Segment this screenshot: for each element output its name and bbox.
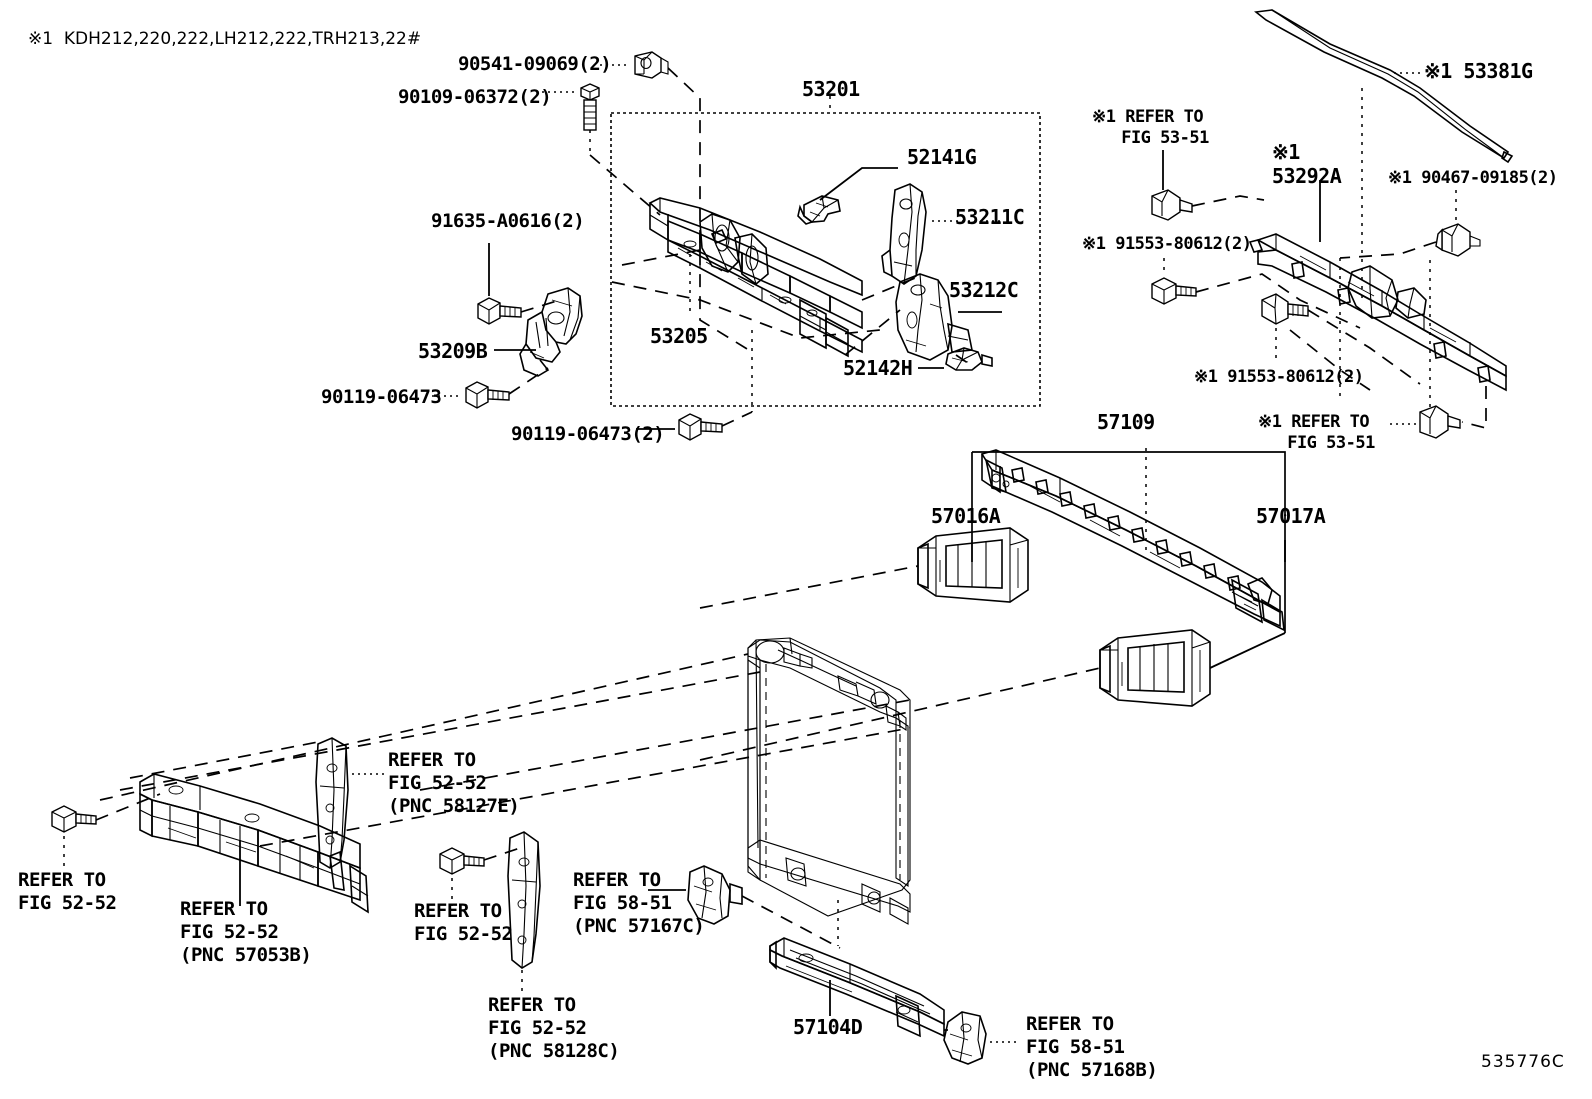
label-refer-fig-52-52-d: REFER TO FIG 52-52 <box>414 900 513 946</box>
part-bolt-refer-5252-a <box>51 805 97 833</box>
dashline-57016A-lower <box>699 667 1101 761</box>
assembly-box-57109 <box>972 451 1286 633</box>
dashline-90467 <box>1339 241 1437 259</box>
label-53205: 53205 <box>650 324 708 348</box>
part-91553-bolt-lower <box>1261 293 1309 325</box>
dashline-91553-upper <box>1195 273 1361 329</box>
part-clip-refer-5351-upper <box>1151 189 1193 221</box>
part-bolt-refer-5252-d <box>439 847 485 875</box>
part-53209B-bracket <box>519 287 583 377</box>
part-58127E-arm <box>315 737 349 869</box>
label-57109: 57109 <box>1097 410 1155 434</box>
dashline-refer-5351-upper <box>1191 195 1265 207</box>
part-90109-bolt <box>580 83 600 131</box>
label-refer-fig-52-52-a: REFER TO FIG 52-52 <box>18 869 117 915</box>
dashline-refer-5351-lower <box>1461 386 1487 430</box>
label-53209B: 53209B <box>418 339 488 363</box>
part-57168B-bracket <box>943 1011 987 1065</box>
label-53201: 53201 <box>802 77 860 101</box>
dashline-bolt-5252-d <box>483 847 521 861</box>
part-90119-bolt-left <box>465 381 510 409</box>
label-refer-fig-52-52-58127E: REFER TO FIG 52-52 (PNC 58127E) <box>388 749 520 818</box>
part-52141G-bracket <box>797 195 841 225</box>
label-refer-fig-53-51-lower: ※1 REFER TO FIG 53-51 <box>1258 412 1375 453</box>
label-57017A: 57017A <box>1256 504 1326 528</box>
dashline-53212C <box>844 309 901 356</box>
part-91553-bolt-upper <box>1151 277 1197 305</box>
part-57053B-reinforcement <box>139 773 369 914</box>
leader-52141G <box>819 167 898 201</box>
label-91553-80612-lower: ※1 91553-80612(2) <box>1194 367 1364 387</box>
part-90541-nut <box>634 51 669 79</box>
label-53381G: ※1 53381G <box>1424 59 1533 83</box>
part-90467-clip <box>1435 223 1481 257</box>
label-52142H: 52142H <box>843 356 913 380</box>
dashline-91635 <box>520 299 561 313</box>
label-90119-06473-bottom: 90119-06473(2) <box>511 423 665 445</box>
label-53292A: ※1 53292A <box>1272 140 1342 189</box>
part-57016A-block-lower <box>1099 629 1211 707</box>
part-radiator <box>747 637 911 925</box>
part-58128C-arm <box>507 831 541 969</box>
dashline-57016A <box>699 565 919 609</box>
label-53211C: 53211C <box>955 205 1025 229</box>
header-note: ※1 KDH212,220,222,LH212,222,TRH213,22# <box>28 29 422 49</box>
dashline-90541 <box>667 67 753 353</box>
label-90109-06372: 90109-06372(2) <box>398 86 552 108</box>
label-90467-09185: ※1 90467-09185(2) <box>1388 168 1558 188</box>
label-90541-09069: 90541-09069(2) <box>458 53 612 75</box>
dashline-53205-a <box>621 249 701 266</box>
part-57109-lower-support <box>980 449 1285 632</box>
dashline-90119-left <box>508 367 549 395</box>
label-refer-fig-58-51-57167C: REFER TO FIG 58-51 (PNC 57167C) <box>573 869 705 938</box>
dashline-53211C <box>861 275 921 301</box>
dashline-58127E <box>129 741 319 779</box>
figure-id: 535776C <box>1481 1052 1565 1072</box>
label-52141G: 52141G <box>907 145 977 169</box>
part-90119-bolt-bottom <box>678 413 723 441</box>
part-91635-bolt <box>477 297 522 325</box>
label-90119-06473-left: 90119-06473 <box>321 386 442 408</box>
dashline-90109 <box>589 154 661 216</box>
label-91553-80612-upper: ※1 91553-80612(2) <box>1082 234 1252 254</box>
label-refer-fig-52-52-57053B: REFER TO FIG 52-52 (PNC 57053B) <box>180 898 312 967</box>
label-53212C: 53212C <box>949 278 1019 302</box>
dashline-90119-bottom <box>721 411 753 427</box>
label-refer-fig-53-51-upper: ※1 REFER TO FIG 53-51 <box>1092 107 1209 148</box>
part-52142H-clip <box>945 347 993 371</box>
label-refer-fig-58-51-57168B: REFER TO FIG 58-51 (PNC 57168B) <box>1026 1013 1158 1082</box>
dashline-52142H <box>955 354 976 369</box>
part-53211C-bracket <box>881 183 927 285</box>
dashline-57167C <box>741 895 841 949</box>
label-91635-A0616: 91635-A0616(2) <box>431 210 585 232</box>
label-57016A: 57016A <box>931 504 1001 528</box>
part-clip-refer-5351-lower <box>1419 405 1461 439</box>
part-57016A-block <box>917 527 1029 603</box>
dashline-bolt-5252-a <box>95 793 161 821</box>
label-refer-fig-52-52-58128C: REFER TO FIG 52-52 (PNC 58128C) <box>488 994 620 1063</box>
label-57104D: 57104D <box>793 1015 863 1039</box>
